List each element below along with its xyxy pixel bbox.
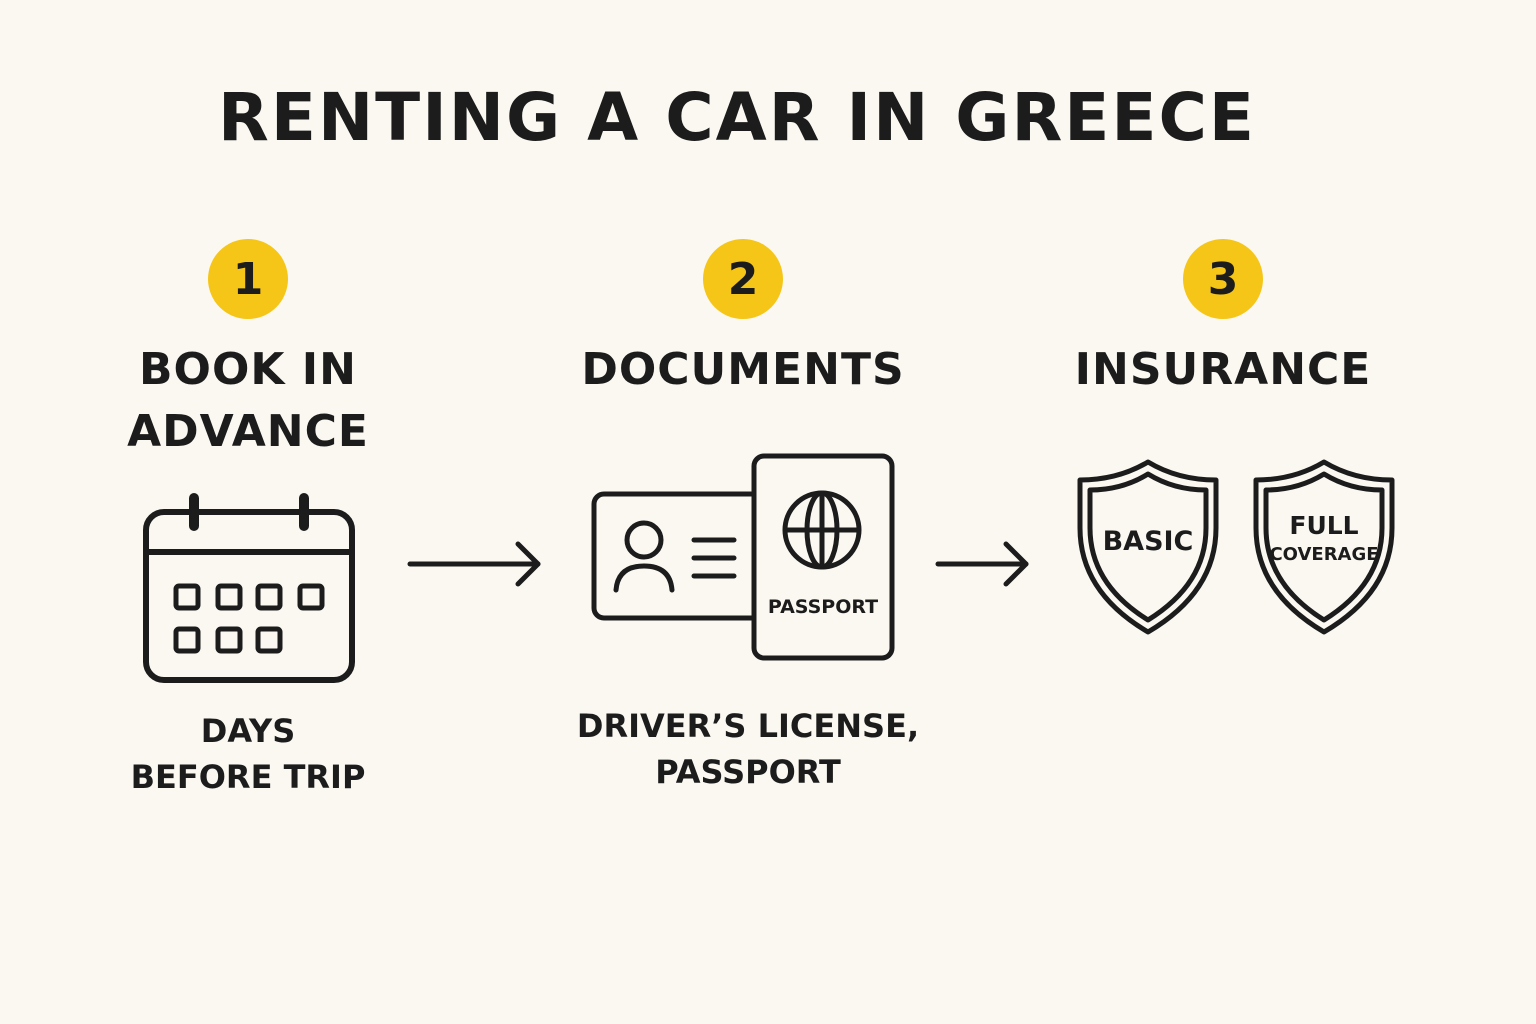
step-heading-line: ADVANCE xyxy=(127,406,369,457)
step-heading: INSURANCE xyxy=(1023,339,1423,401)
arrow-right-icon xyxy=(935,541,1029,587)
documents-illustration: PASSPORT xyxy=(591,453,895,661)
arrow-right-icon xyxy=(407,541,541,587)
step-caption: DRIVER’S LICENSE, PASSPORT xyxy=(543,703,953,795)
step-heading: DOCUMENTS xyxy=(543,339,943,401)
shield-label: FULL xyxy=(1289,511,1358,540)
shield-icon: BASIC xyxy=(1077,459,1219,635)
step-number-badge: 2 xyxy=(703,239,783,319)
page-title: RENTING A CAR IN GREECE xyxy=(218,79,1256,156)
step-heading: BOOK IN ADVANCE xyxy=(98,339,398,463)
step-caption-line: DRIVER’S LICENSE, xyxy=(576,707,920,745)
step-heading-line: BOOK IN xyxy=(139,344,357,395)
step-number-badge: 3 xyxy=(1183,239,1263,319)
step-caption-line: BEFORE TRIP xyxy=(130,758,366,796)
shield-label: BASIC xyxy=(1103,526,1194,557)
step-number-badge: 1 xyxy=(208,239,288,319)
step-caption: DAYS BEFORE TRIP xyxy=(98,708,398,800)
shield-label: COVERAGE xyxy=(1269,544,1378,565)
step-heading-line: DOCUMENTS xyxy=(581,344,905,395)
calendar-icon xyxy=(143,493,355,683)
step-caption-line: DAYS xyxy=(200,712,296,750)
shield-icon: FULL COVERAGE xyxy=(1253,459,1395,635)
step-heading-line: INSURANCE xyxy=(1074,344,1372,395)
step-caption-line: PASSPORT xyxy=(655,753,841,791)
passport-icon: PASSPORT xyxy=(751,453,895,661)
passport-label: PASSPORT xyxy=(768,596,878,618)
